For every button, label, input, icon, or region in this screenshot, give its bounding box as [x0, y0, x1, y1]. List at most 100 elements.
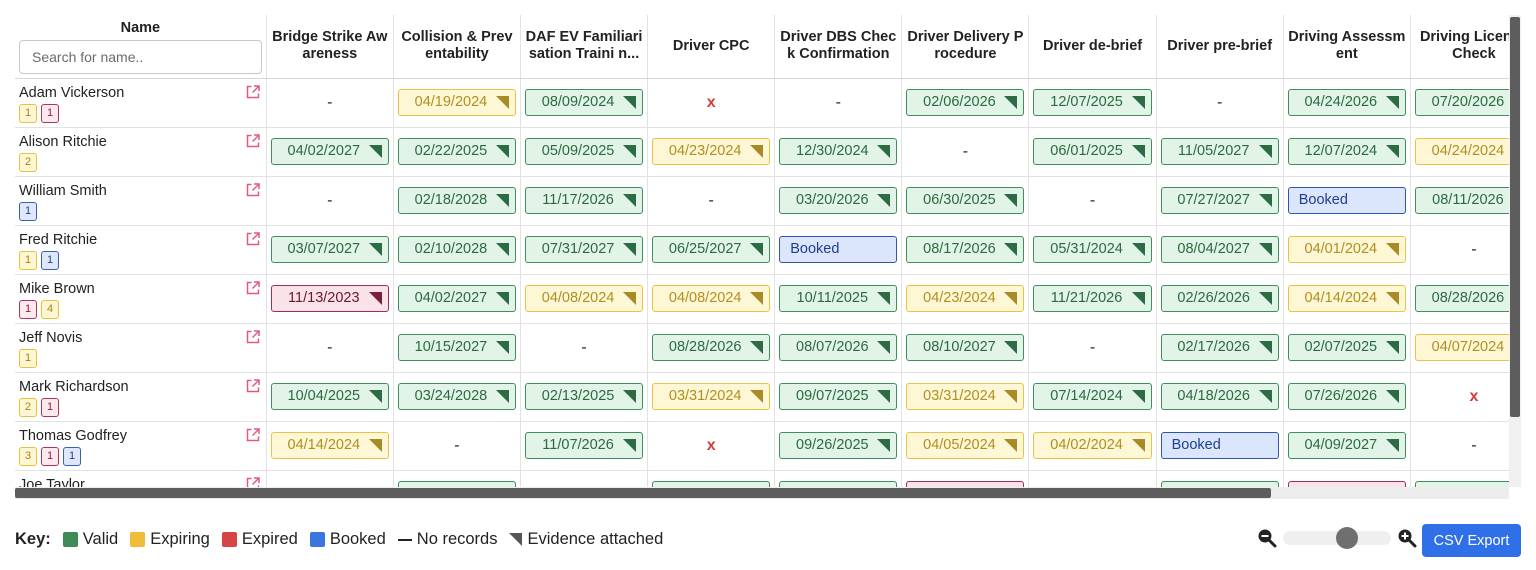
expiring-date-pill[interactable]: 04/07/2024: [1414, 334, 1509, 361]
zoom-in-icon[interactable]: [1397, 528, 1417, 548]
valid-date-pill[interactable]: 12/30/2024: [779, 138, 898, 165]
expiring-date-pill[interactable]: 04/02/2024: [1033, 432, 1152, 459]
valid-date-pill[interactable]: 03/07/2027: [270, 236, 389, 263]
valid-date-pill[interactable]: 11/05/2027: [1160, 138, 1279, 165]
valid-date-pill[interactable]: 10/15/2027: [397, 334, 516, 361]
valid-date-pill[interactable]: [397, 481, 516, 487]
expiring-date-pill[interactable]: 03/31/2024: [652, 383, 771, 410]
valid-date-pill[interactable]: 11/21/2026: [1033, 285, 1152, 312]
valid-date-pill[interactable]: 05/31/2024: [1033, 236, 1152, 263]
valid-date-pill[interactable]: 12/07/2025: [1033, 89, 1152, 116]
booked-status-pill[interactable]: Booked: [1287, 187, 1406, 214]
open-external-icon[interactable]: [245, 231, 261, 247]
employee-name[interactable]: Adam Vickerson: [19, 84, 125, 101]
expiring-date-pill[interactable]: 04/05/2024: [906, 432, 1025, 459]
valid-date-pill[interactable]: 10/04/2025: [270, 383, 389, 410]
csv-export-button[interactable]: CSV Export: [1422, 524, 1521, 557]
valid-date-pill[interactable]: [1160, 481, 1279, 487]
valid-date-pill[interactable]: 05/09/2025: [524, 138, 644, 165]
employee-name[interactable]: Jeff Novis: [19, 329, 83, 346]
valid-date-pill[interactable]: 07/27/2027: [1160, 187, 1279, 214]
booked-status-pill[interactable]: Booked: [779, 236, 898, 263]
valid-date-pill[interactable]: 09/26/2025: [779, 432, 898, 459]
open-external-icon[interactable]: [245, 378, 261, 394]
valid-date-pill[interactable]: 02/07/2025: [1287, 334, 1406, 361]
valid-date-pill[interactable]: 08/07/2026: [779, 334, 898, 361]
valid-date-pill[interactable]: 09/07/2025: [779, 383, 898, 410]
zoom-slider-thumb[interactable]: [1336, 527, 1359, 549]
name-search-input[interactable]: [19, 40, 262, 74]
open-external-icon[interactable]: [245, 280, 261, 296]
employee-name[interactable]: Fred Ritchie: [19, 231, 98, 248]
booked-status-pill[interactable]: Booked: [1160, 432, 1279, 459]
employee-name[interactable]: William Smith: [19, 182, 107, 199]
expired-date-pill[interactable]: 11/13/2023: [270, 285, 389, 312]
expiring-date-pill[interactable]: 04/14/2024: [270, 432, 389, 459]
valid-date-pill[interactable]: 04/24/2026: [1287, 89, 1406, 116]
valid-date-pill[interactable]: 08/17/2026: [906, 236, 1025, 263]
open-external-icon[interactable]: [245, 84, 261, 100]
valid-date-pill[interactable]: 08/09/2024: [524, 89, 644, 116]
valid-date-pill[interactable]: 03/24/2028: [397, 383, 516, 410]
valid-date-pill[interactable]: 08/11/2026: [1414, 187, 1509, 214]
valid-date-pill[interactable]: 04/02/2027: [397, 285, 516, 312]
open-external-icon[interactable]: [245, 427, 261, 443]
valid-date-pill[interactable]: 08/04/2027: [1160, 236, 1279, 263]
vertical-scrollbar-thumb[interactable]: [1510, 17, 1520, 417]
valid-date-pill[interactable]: 02/18/2028: [397, 187, 516, 214]
expired-date-pill[interactable]: [1287, 481, 1406, 487]
valid-date-pill[interactable]: 07/20/2026: [1414, 89, 1509, 116]
valid-date-pill[interactable]: 04/09/2027: [1287, 432, 1406, 459]
open-external-icon[interactable]: [245, 182, 261, 198]
valid-date-pill[interactable]: [652, 481, 771, 487]
valid-date-pill[interactable]: 06/25/2027: [652, 236, 771, 263]
valid-date-pill[interactable]: 04/02/2027: [270, 138, 389, 165]
employee-name[interactable]: Mike Brown: [19, 280, 95, 297]
zoom-out-icon[interactable]: [1257, 528, 1277, 548]
valid-date-pill[interactable]: 02/26/2026: [1160, 285, 1279, 312]
valid-date-pill[interactable]: 03/20/2026: [779, 187, 898, 214]
expiring-date-pill[interactable]: 04/19/2024: [397, 89, 516, 116]
horizontal-scrollbar-thumb[interactable]: [15, 488, 1271, 498]
valid-date-pill[interactable]: 02/22/2025: [397, 138, 516, 165]
expiring-date-pill[interactable]: 04/23/2024: [906, 285, 1025, 312]
expired-date-pill[interactable]: [906, 481, 1025, 487]
employee-name[interactable]: Mark Richardson: [19, 378, 129, 395]
employee-name[interactable]: Joe Taylor: [19, 476, 85, 488]
valid-date-pill[interactable]: [779, 481, 898, 487]
valid-date-pill[interactable]: 08/28/2026: [652, 334, 771, 361]
valid-date-pill[interactable]: 11/07/2026: [524, 432, 644, 459]
valid-date-pill[interactable]: 02/17/2026: [1160, 334, 1279, 361]
valid-date-pill[interactable]: 12/07/2024: [1287, 138, 1406, 165]
valid-date-pill[interactable]: 11/17/2026: [524, 187, 644, 214]
expiring-date-pill[interactable]: 04/08/2024: [524, 285, 644, 312]
valid-date-pill[interactable]: 02/06/2026: [906, 89, 1025, 116]
valid-date-pill[interactable]: [1414, 481, 1509, 487]
expiring-date-pill[interactable]: 04/24/2024: [1414, 138, 1509, 165]
valid-date-pill[interactable]: 06/01/2025: [1033, 138, 1152, 165]
employee-name-cell: Joe Taylor: [15, 470, 267, 488]
valid-date-pill[interactable]: 02/13/2025: [524, 383, 644, 410]
training-cell: 08/11/2026: [1410, 176, 1509, 226]
valid-date-pill[interactable]: 07/14/2024: [1033, 383, 1152, 410]
expiring-date-pill[interactable]: 04/01/2024: [1287, 236, 1406, 263]
valid-date-pill[interactable]: 07/26/2026: [1287, 383, 1406, 410]
expiring-date-pill[interactable]: 04/23/2024: [652, 138, 771, 165]
valid-date-pill[interactable]: 08/28/2026: [1414, 285, 1509, 312]
employee-name[interactable]: Thomas Godfrey: [19, 427, 127, 444]
expiring-date-pill[interactable]: 04/14/2024: [1287, 285, 1406, 312]
expiring-date-pill[interactable]: 04/08/2024: [652, 285, 771, 312]
valid-date-pill[interactable]: 07/31/2027: [524, 236, 644, 263]
open-external-icon[interactable]: [245, 476, 261, 487]
valid-date-pill[interactable]: 06/30/2025: [906, 187, 1025, 214]
valid-date-pill[interactable]: 02/10/2028: [397, 236, 516, 263]
zoom-slider[interactable]: [1283, 527, 1391, 549]
employee-name[interactable]: Alison Ritchie: [19, 133, 107, 150]
valid-date-pill[interactable]: 08/10/2027: [906, 334, 1025, 361]
valid-date-pill[interactable]: 04/18/2026: [1160, 383, 1279, 410]
expiring-date-pill[interactable]: 03/31/2024: [906, 383, 1025, 410]
open-external-icon[interactable]: [245, 329, 261, 345]
valid-date-pill[interactable]: 10/11/2025: [779, 285, 898, 312]
open-external-icon[interactable]: [245, 133, 261, 149]
